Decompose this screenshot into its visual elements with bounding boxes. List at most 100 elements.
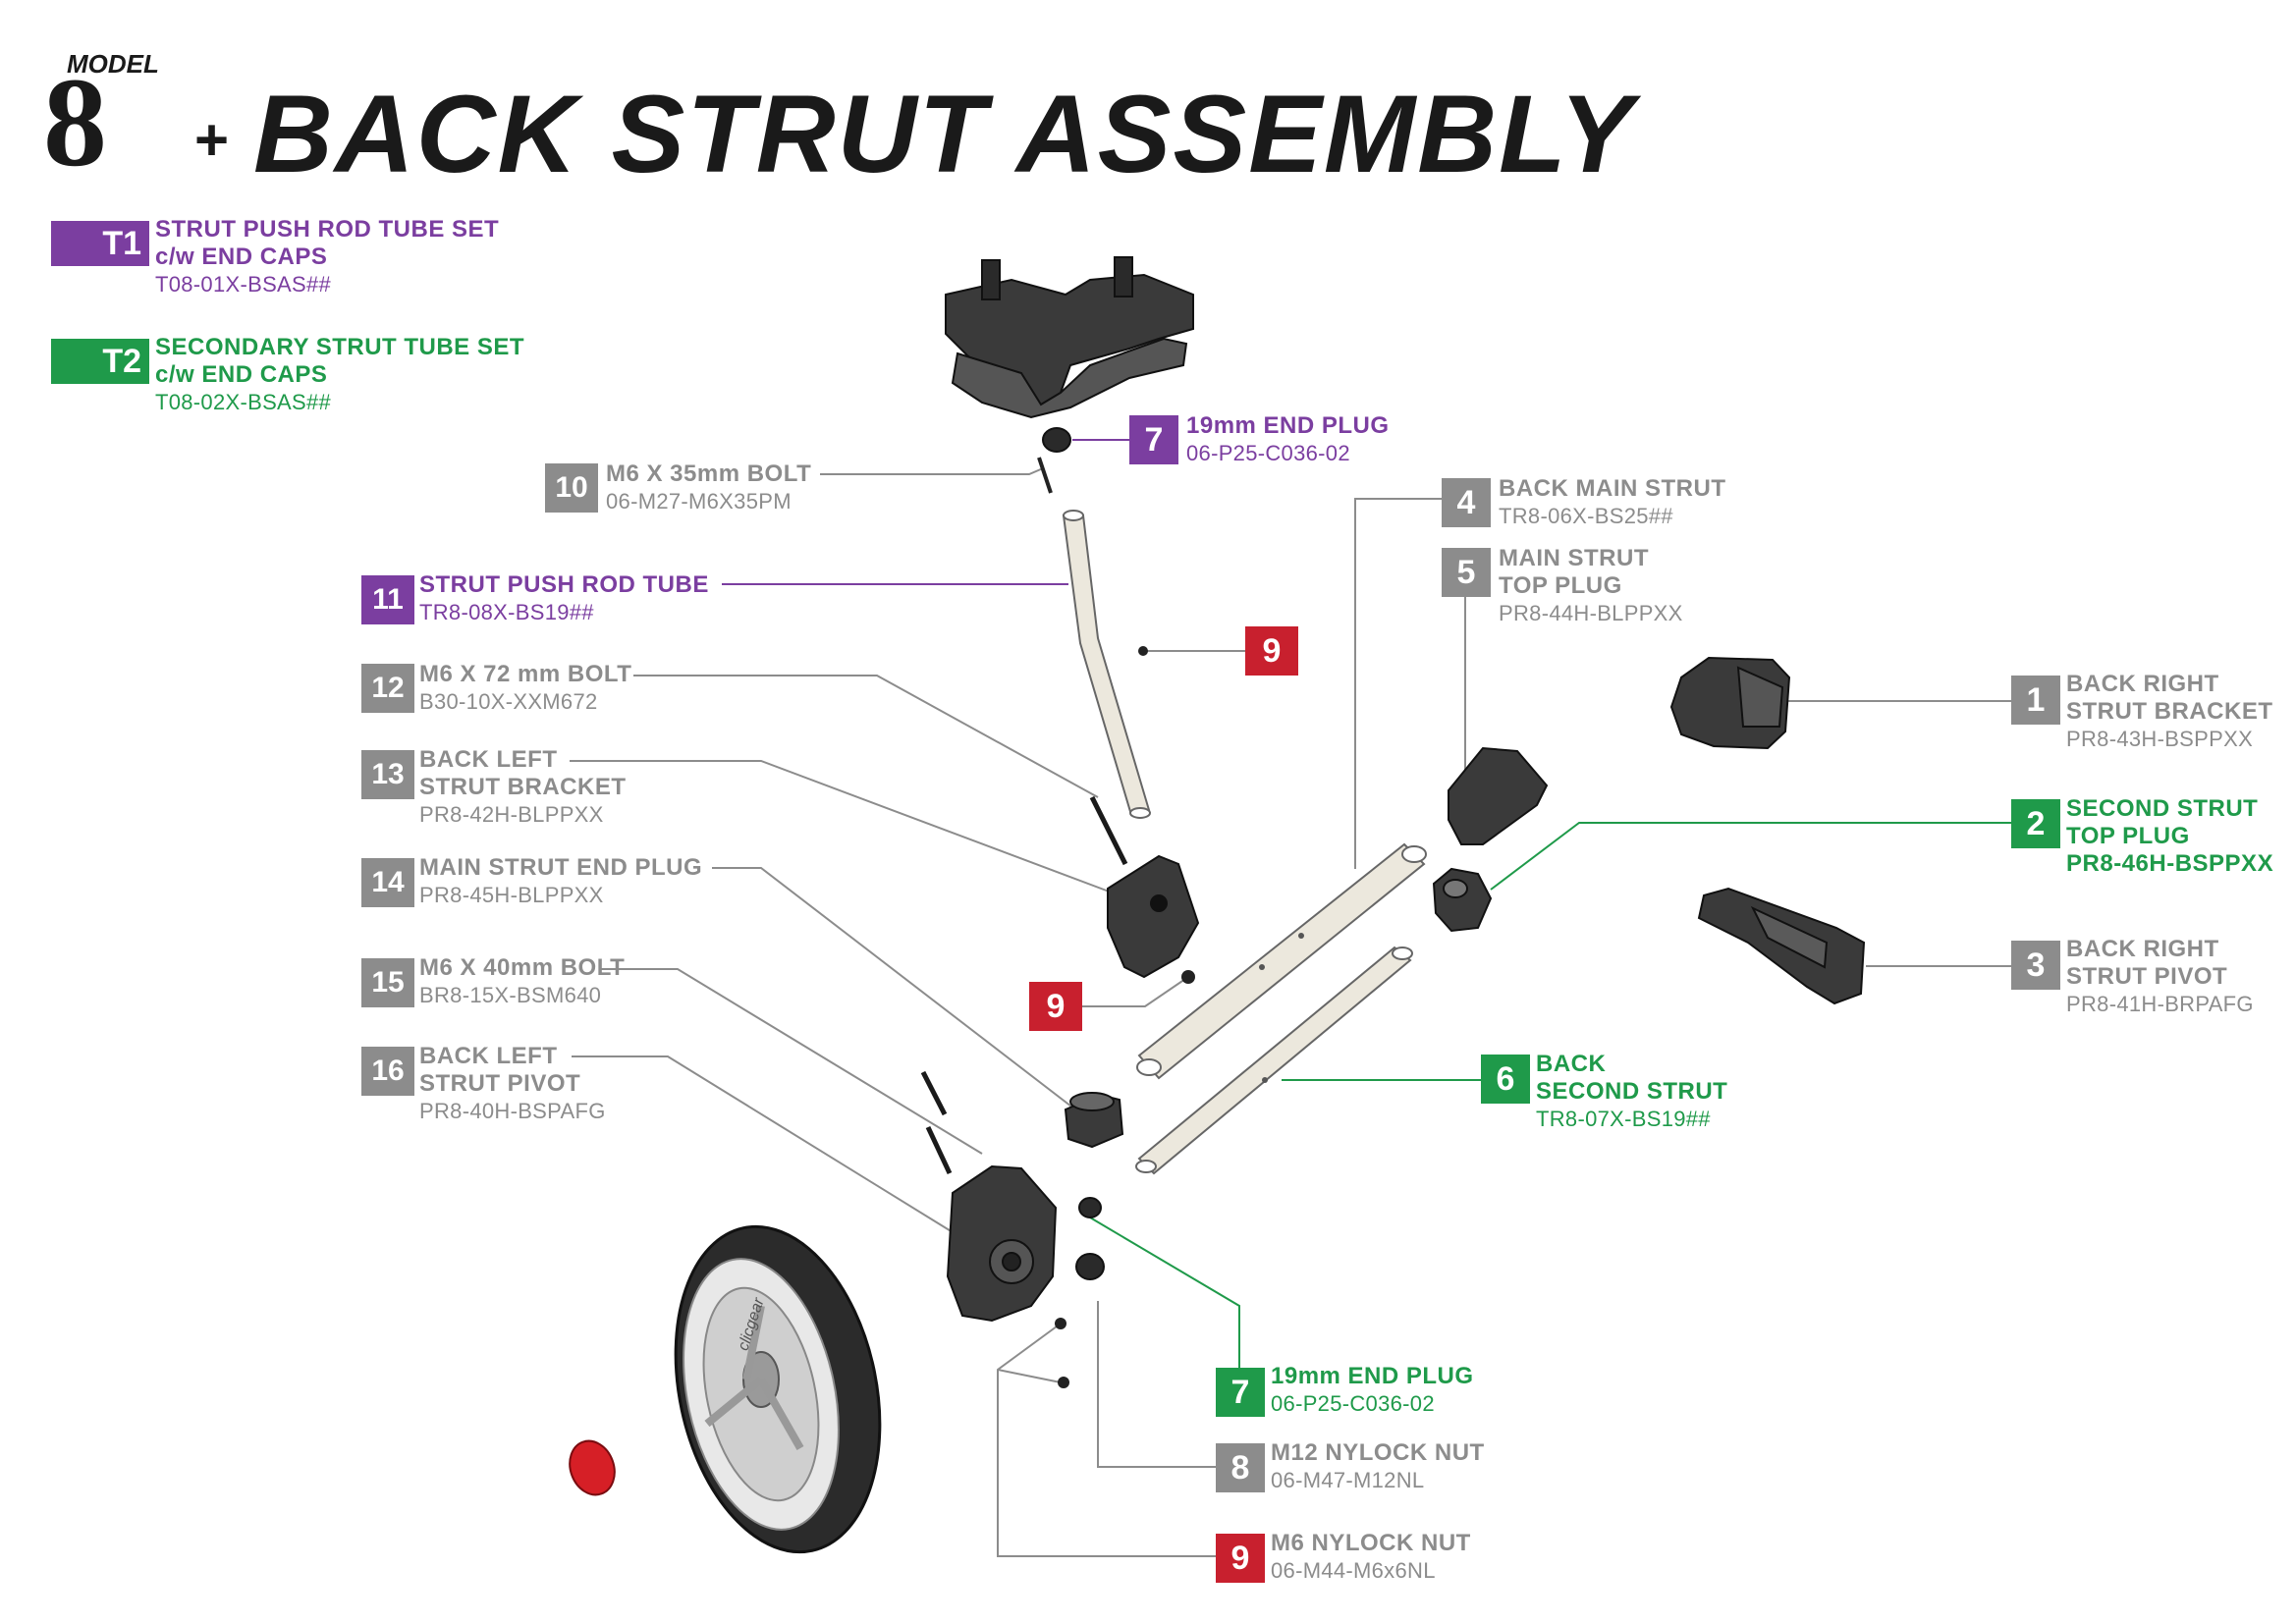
part-1-line2: STRUT BRACKET — [2066, 698, 2273, 725]
leader-line-9-mid — [1082, 976, 1189, 1007]
badge-7-purple: 7 — [1129, 415, 1178, 464]
part-6-line2: SECOND STRUT — [1536, 1078, 1728, 1105]
top-bracket-part — [945, 256, 1194, 419]
leader-line-7-bot — [1089, 1217, 1240, 1380]
leader-line-5 — [1444, 588, 1466, 781]
leader-line-9-bot — [997, 1323, 1216, 1557]
part-13-line2: STRUT BRACKET — [419, 774, 627, 800]
part-14-code: PR8-45H-BLPPXX — [419, 883, 604, 907]
end-plug-top-part — [1042, 427, 1071, 453]
part-3-line1: BACK RIGHT — [2066, 936, 2219, 962]
part-4-line1: BACK MAIN STRUT — [1499, 475, 1726, 502]
leader-line-2 — [1490, 822, 2011, 891]
end-plug-bottom-part — [1078, 1197, 1102, 1218]
part-6-line1: BACK — [1536, 1051, 1607, 1077]
part-11-line1: STRUT PUSH ROD TUBE — [419, 571, 709, 598]
part-7b-line1: 19mm END PLUG — [1271, 1363, 1474, 1389]
main-strut-end-plug-part — [1064, 1092, 1124, 1149]
part-10-line1: M6 X 35mm BOLT — [606, 460, 812, 487]
model-plus: + — [194, 107, 230, 173]
leader-line-4 — [1354, 498, 1442, 869]
badge-4: 4 — [1442, 478, 1491, 527]
page-title: BACK STRUT ASSEMBLY — [253, 73, 1635, 195]
back-second-strut-part — [1135, 946, 1413, 1175]
part-7b-code: 06-P25-C036-02 — [1271, 1391, 1435, 1416]
badge-t2: T2 — [51, 339, 149, 384]
nut-9-bot-a — [1055, 1318, 1066, 1329]
model-label: MODEL — [67, 49, 159, 79]
badge-2: 2 — [2011, 799, 2060, 848]
part-5-line2: TOP PLUG — [1499, 572, 1622, 599]
part-7a-code: 06-P25-C036-02 — [1186, 441, 1350, 465]
part-4-code: TR8-06X-BS25## — [1499, 504, 1673, 528]
part-3-code: PR8-41H-BRPAFG — [2066, 992, 2254, 1016]
part-1-line1: BACK RIGHT — [2066, 671, 2219, 697]
leader-line-13 — [570, 760, 1121, 896]
model-number: 8 — [43, 52, 107, 193]
badge-12: 12 — [361, 664, 414, 713]
main-strut-top-plug-part — [1448, 746, 1549, 845]
badge-16: 16 — [361, 1047, 414, 1096]
back-right-strut-bracket-part — [1669, 656, 1791, 750]
badge-6: 6 — [1481, 1055, 1530, 1104]
tube-set-t1-line2: c/w END CAPS — [155, 243, 328, 270]
part-16-code: PR8-40H-BSPAFG — [419, 1099, 606, 1123]
tube-set-t2-line2: c/w END CAPS — [155, 361, 328, 388]
leader-line-8 — [1097, 1301, 1216, 1468]
back-left-strut-pivot-part — [946, 1164, 1058, 1323]
part-12-line1: M6 X 72 mm BOLT — [419, 661, 632, 687]
badge-5: 5 — [1442, 548, 1491, 597]
red-hub-cap-part — [569, 1439, 616, 1496]
badge-9-top: 9 — [1245, 626, 1298, 676]
part-9-line1: M6 NYLOCK NUT — [1271, 1530, 1471, 1556]
back-right-strut-pivot-part — [1697, 887, 1866, 1005]
bolt-12-part — [1089, 795, 1128, 866]
nut-9-mid-part — [1181, 970, 1195, 984]
nut-9-bot-b — [1058, 1377, 1069, 1388]
wheel-part — [674, 1224, 882, 1554]
nylock-nut-12-part — [1075, 1253, 1105, 1280]
badge-9-mid: 9 — [1029, 982, 1082, 1031]
part-9-code: 06-M44-M6x6NL — [1271, 1558, 1436, 1583]
badge-3: 3 — [2011, 941, 2060, 990]
badge-8: 8 — [1216, 1443, 1265, 1492]
badge-t1: T1 — [51, 221, 149, 266]
part-7a-line1: 19mm END PLUG — [1186, 412, 1390, 439]
part-13-line1: BACK LEFT — [419, 746, 558, 773]
part-2-code: PR8-46H-BSPPXX — [2066, 850, 2274, 877]
part-2-line2: TOP PLUG — [2066, 823, 2190, 849]
badge-7-green: 7 — [1216, 1368, 1265, 1417]
part-15-code: BR8-15X-BSM640 — [419, 983, 602, 1007]
second-strut-top-plug-part — [1432, 867, 1493, 933]
push-rod-tube-part — [1062, 510, 1151, 819]
part-5-line1: MAIN STRUT — [1499, 545, 1649, 571]
part-3-line2: STRUT PIVOT — [2066, 963, 2228, 990]
leader-line-14 — [712, 867, 1076, 1110]
part-12-code: B30-10X-XXM672 — [419, 689, 598, 714]
tube-set-t1-code: T08-01X-BSAS## — [155, 272, 332, 297]
part-2-line1: SECOND STRUT — [2066, 795, 2259, 822]
leader-line-9-bot2 — [997, 1369, 1062, 1383]
badge-10: 10 — [545, 463, 598, 513]
part-13-code: PR8-42H-BLPPXX — [419, 802, 604, 827]
tube-set-t1-line1: STRUT PUSH ROD TUBE SET — [155, 216, 500, 243]
part-16-line1: BACK LEFT — [419, 1043, 558, 1069]
part-11-code: TR8-08X-BS19## — [419, 600, 594, 624]
tube-set-t2-code: T08-02X-BSAS## — [155, 390, 332, 414]
bolt-10-part — [1037, 457, 1053, 494]
badge-13: 13 — [361, 750, 414, 799]
bolt-15-part — [920, 1070, 953, 1175]
tube-set-t2-line1: SECONDARY STRUT TUBE SET — [155, 334, 525, 360]
leader-line-16 — [572, 1055, 954, 1233]
badge-11: 11 — [361, 575, 414, 624]
leader-line-12 — [633, 675, 1099, 798]
part-15-line1: M6 X 40mm BOLT — [419, 954, 626, 981]
part-5-code: PR8-44H-BLPPXX — [1499, 601, 1683, 625]
badge-9-bottom: 9 — [1216, 1534, 1265, 1583]
part-14-line1: MAIN STRUT END PLUG — [419, 854, 703, 881]
back-left-strut-bracket-part — [1107, 854, 1200, 979]
part-6-code: TR8-07X-BS19## — [1536, 1107, 1711, 1131]
part-8-code: 06-M47-M12NL — [1271, 1468, 1425, 1492]
